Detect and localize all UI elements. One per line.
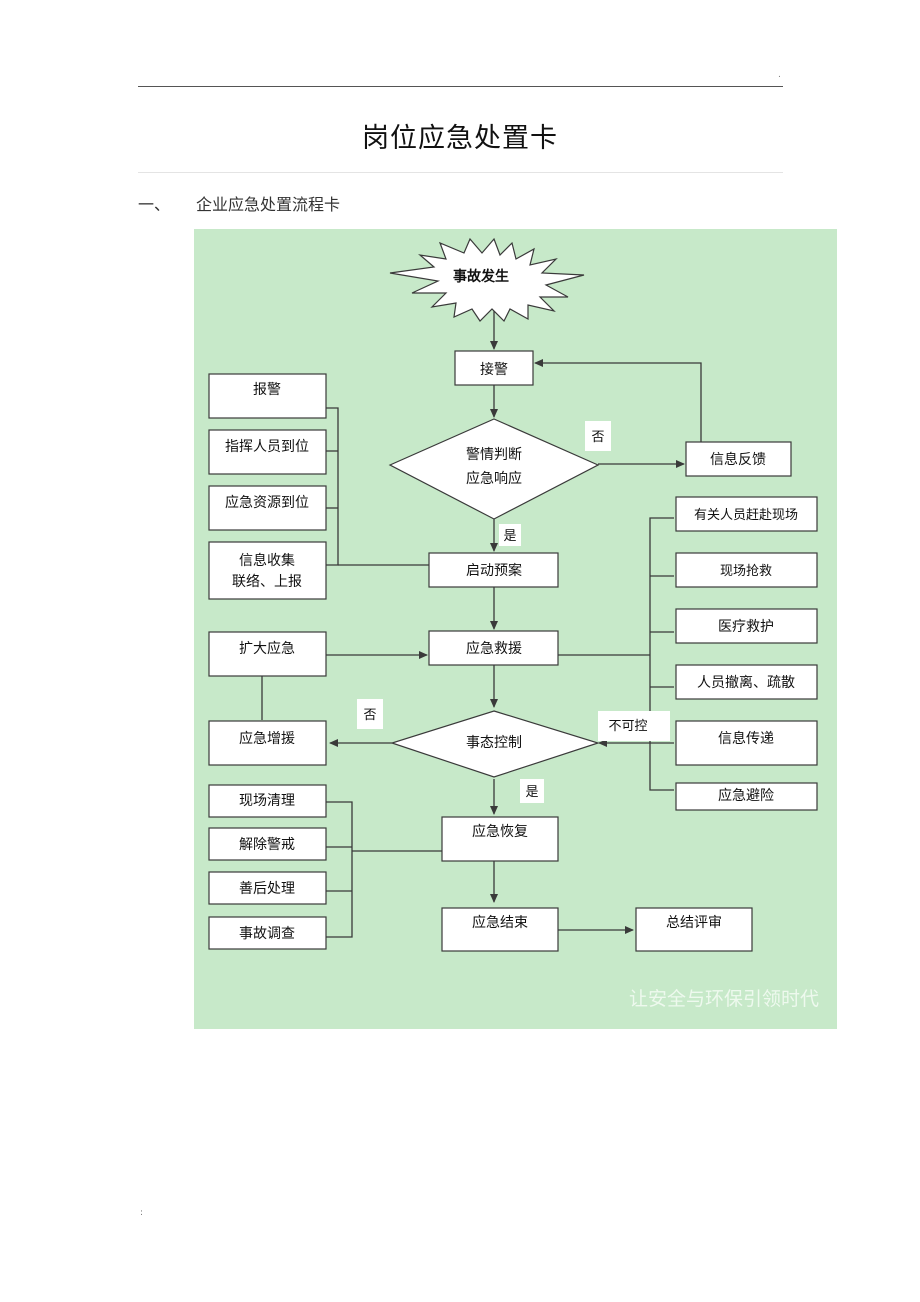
left-action-commander: 指挥人员到位 (208, 429, 327, 475)
svg-text:否: 否 (591, 430, 604, 445)
label-yes-2: 是 (520, 779, 544, 803)
left-action-alarm: 报警 (208, 373, 327, 419)
svg-text:联络、上报: 联络、上报 (232, 574, 302, 590)
svg-text:医疗救护: 医疗救护 (718, 619, 774, 635)
header-mark: . (778, 70, 781, 80)
node-review: 总结评审 (635, 907, 753, 952)
node-rescue: 应急救援 (428, 630, 559, 666)
svg-text:报警: 报警 (253, 382, 281, 398)
svg-text:解除警戒: 解除警戒 (239, 837, 295, 853)
right-action-2: 医疗救护 (675, 608, 818, 644)
svg-text:应急增援: 应急增援 (239, 730, 295, 747)
svg-text:事态控制: 事态控制 (466, 735, 522, 751)
left-action-info: 信息收集 联络、上报 (208, 541, 327, 600)
svg-text:信息反馈: 信息反馈 (710, 451, 766, 468)
recovery-action-0: 现场清理 (208, 784, 327, 818)
svg-text:应急救援: 应急救援 (466, 640, 522, 657)
start-node: 事故发生 (389, 237, 585, 323)
right-action-0: 有关人员赶赴现场 (675, 496, 818, 532)
svg-text:人员撤离、疏散: 人员撤离、疏散 (697, 674, 795, 691)
svg-text:否: 否 (363, 708, 376, 723)
flowchart: 事故发生 接警 警情判断 应急响应 否 信息反馈 是 启动预案 (208, 237, 819, 1010)
node-end: 应急结束 (441, 907, 559, 952)
node-recovery: 应急恢复 (441, 816, 559, 862)
svg-text:现场抢救: 现场抢救 (720, 563, 772, 579)
left-action-resources: 应急资源到位 (208, 485, 327, 531)
svg-text:应急响应: 应急响应 (466, 470, 522, 487)
svg-text:不可控: 不可控 (608, 719, 647, 734)
label-no-1: 否 (585, 421, 611, 451)
svg-text:应急结束: 应急结束 (472, 914, 528, 931)
label-yes-1: 是 (499, 524, 521, 546)
svg-text:扩大应急: 扩大应急 (239, 640, 295, 657)
recovery-action-1: 解除警戒 (208, 827, 327, 861)
svg-text:是: 是 (503, 529, 516, 544)
node-receive-alarm: 接警 (454, 350, 534, 386)
right-action-1: 现场抢救 (675, 552, 818, 588)
recovery-action-3: 事故调查 (208, 916, 327, 950)
svg-text:是: 是 (525, 785, 538, 800)
right-action-5: 应急避险 (675, 782, 818, 811)
title-divider (138, 172, 783, 173)
node-reinforce: 应急增援 (208, 720, 327, 766)
svg-text:警情判断: 警情判断 (466, 447, 522, 463)
watermark-text: 让安全与环保引领时代 (629, 988, 819, 1010)
svg-text:现场清理: 现场清理 (239, 793, 295, 809)
page-title: 岗位应急处置卡 (362, 123, 558, 154)
start-label: 事故发生 (453, 268, 509, 285)
header-rule (138, 86, 783, 87)
svg-text:启动预案: 启动预案 (466, 562, 522, 579)
section-number: 一、 (138, 195, 171, 214)
label-no-2: 否 (357, 699, 383, 729)
connector-lines (261, 305, 702, 938)
svg-text:应急资源到位: 应急资源到位 (225, 494, 309, 511)
label-uncontrollable: 不可控 (598, 711, 670, 741)
footer-mark: : (140, 1208, 144, 1218)
node-feedback: 信息反馈 (685, 441, 792, 477)
node-control: 事态控制 (390, 710, 600, 778)
svg-text:善后处理: 善后处理 (239, 881, 295, 897)
node-expand: 扩大应急 (208, 631, 327, 677)
right-action-4: 信息传递 (675, 720, 818, 766)
section-title: 企业应急处置流程卡 (196, 195, 341, 214)
svg-text:应急避险: 应急避险 (718, 787, 774, 804)
svg-text:有关人员赶赴现场: 有关人员赶赴现场 (694, 508, 798, 523)
node-judge: 警情判断 应急响应 (388, 418, 600, 520)
svg-text:信息传递: 信息传递 (718, 730, 774, 747)
node-start-plan: 启动预案 (428, 552, 559, 588)
flowchart-panel: 事故发生 接警 警情判断 应急响应 否 信息反馈 是 启动预案 (194, 229, 837, 1029)
svg-text:指挥人员到位: 指挥人员到位 (225, 439, 309, 455)
svg-text:事故调查: 事故调查 (239, 926, 295, 942)
svg-text:应急恢复: 应急恢复 (472, 823, 528, 840)
right-action-3: 人员撤离、疏散 (675, 664, 818, 700)
svg-text:信息收集: 信息收集 (239, 552, 295, 569)
svg-text:总结评审: 总结评审 (666, 915, 722, 931)
svg-text:接警: 接警 (480, 361, 508, 378)
recovery-action-2: 善后处理 (208, 871, 327, 905)
